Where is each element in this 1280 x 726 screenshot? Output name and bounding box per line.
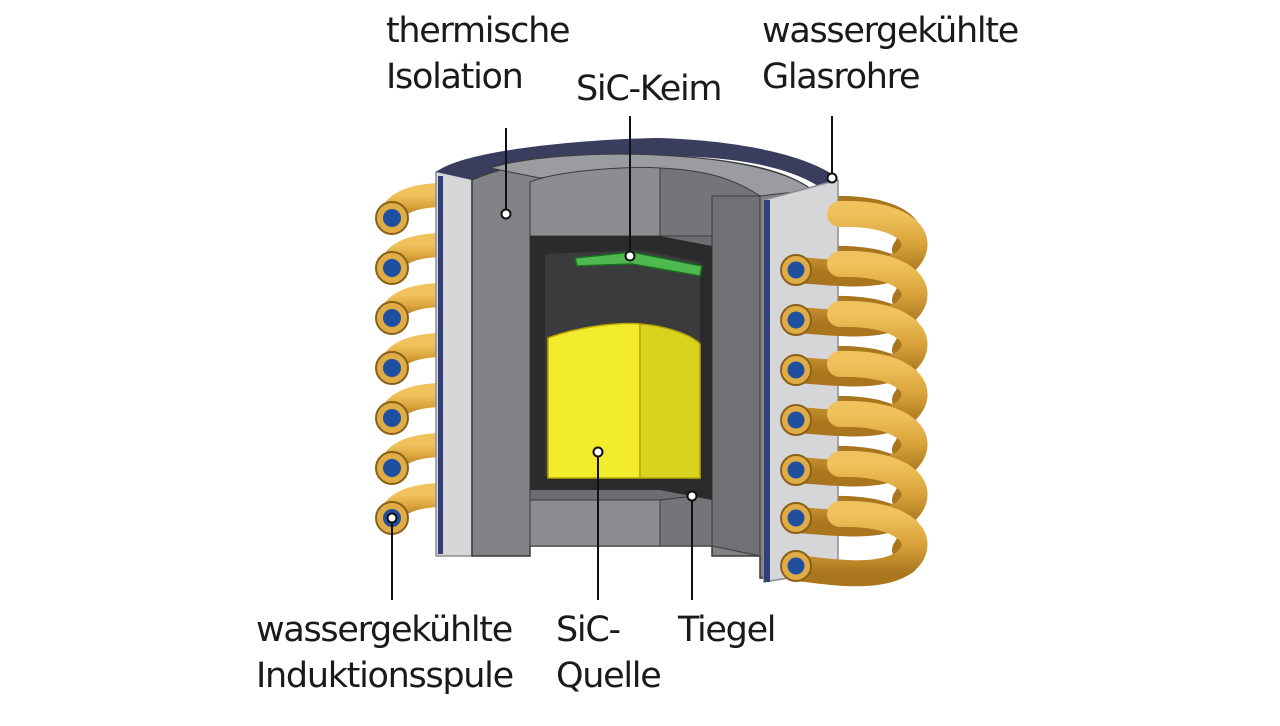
label-crucible: Tiegel [678, 607, 777, 653]
label-glass-tubes-line1: wassergekühlte [762, 11, 1019, 51]
sic-source [547, 322, 701, 479]
label-source-line1: SiC- [556, 610, 621, 650]
leader-dots [386, 172, 838, 524]
label-crucible-text: Tiegel [678, 610, 777, 650]
coil-right-turns [785, 200, 928, 587]
label-glass-tubes-line2: Glasrohre [762, 57, 921, 97]
label-glass-tubes: wassergekühlte Glasrohre [762, 8, 1019, 100]
label-induction-coil-line2: Induktionsspule [256, 656, 514, 696]
leader-lines [391, 116, 833, 600]
label-source: SiC- Quelle [556, 607, 662, 699]
coil-left-sections [375, 201, 409, 535]
label-thermal-insulation: thermische Isolation [386, 8, 571, 100]
label-thermal-insulation-line1: thermische [386, 11, 571, 51]
glass-tube-left [435, 158, 473, 557]
coil-right-sections [780, 254, 812, 582]
label-induction-coil-line1: wassergekühlte [256, 610, 513, 650]
label-thermal-insulation-line2: Isolation [386, 57, 524, 97]
label-seed-text: SiC-Keim [576, 69, 722, 109]
label-source-line2: Quelle [556, 656, 662, 696]
glass-top-rim [436, 138, 838, 186]
label-seed: SiC-Keim [576, 66, 722, 112]
label-induction-coil: wassergekühlte Induktionsspule [256, 607, 514, 699]
